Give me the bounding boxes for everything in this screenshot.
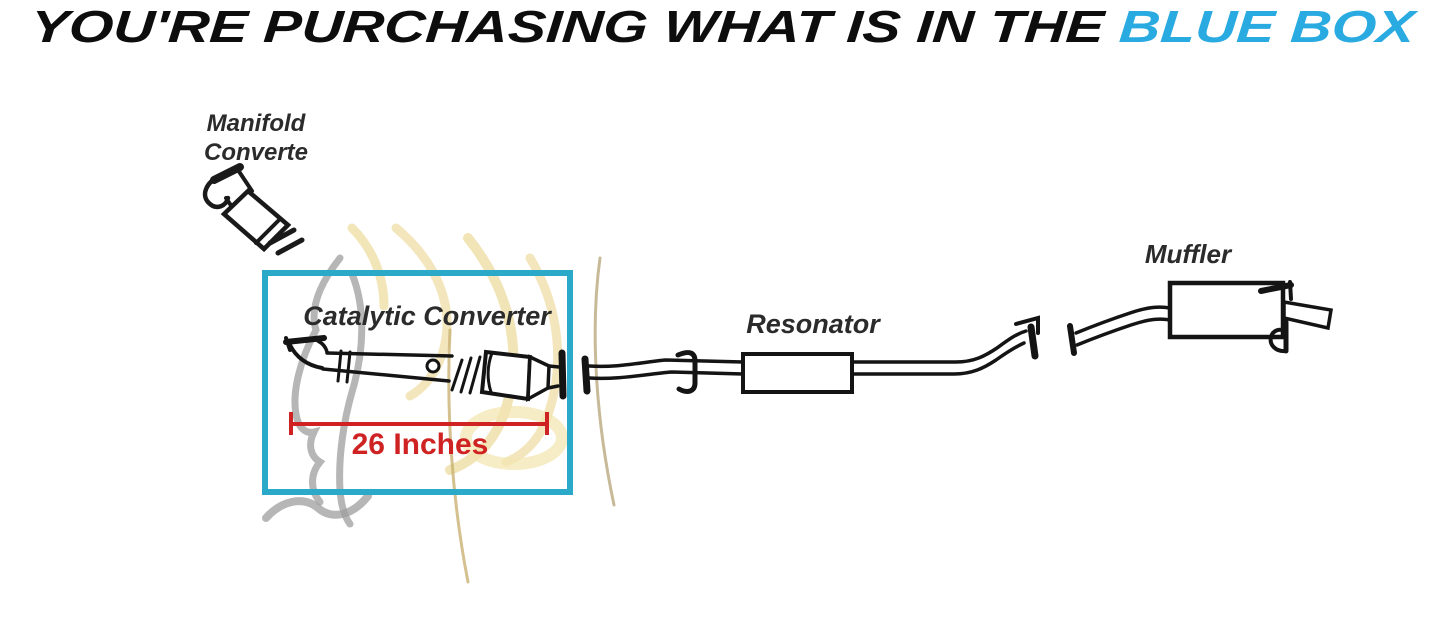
tailpipe [1282, 299, 1334, 331]
blue-highlight-box [262, 270, 573, 495]
hanger-bracket [675, 350, 698, 394]
o2-sensor-port [425, 358, 441, 374]
manifold-body [220, 187, 292, 253]
muffler-top-hanger [1258, 282, 1294, 294]
muffler-drawing [1067, 280, 1334, 356]
resonator-body [741, 352, 854, 394]
converter-cone [526, 354, 551, 403]
catalytic-converter-label: Catalytic Converter [303, 301, 551, 331]
dimension-line [289, 412, 549, 435]
manifold-label-line2: Converte [203, 139, 309, 166]
mane-ring [460, 406, 568, 470]
manifold-converter-drawing [202, 163, 305, 256]
resonator-label: Resonator [746, 309, 880, 339]
catalytic-converter-drawing [283, 335, 567, 403]
hanger-rod [1014, 315, 1040, 335]
manifold-label-line1: Manifold [206, 110, 306, 137]
muffler-label: Muffler [1144, 239, 1232, 269]
resonator-drawing [581, 315, 1040, 395]
manifold-label: Manifold Converte [190, 109, 322, 167]
dimension-label: 26 Inches [351, 428, 489, 461]
watermark-horse [262, 223, 616, 584]
